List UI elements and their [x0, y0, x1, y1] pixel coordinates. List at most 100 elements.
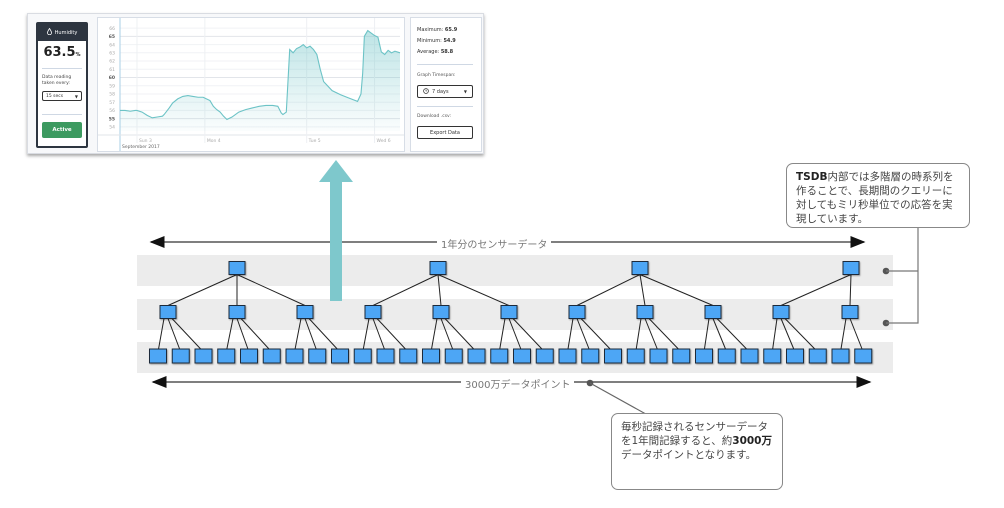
tree-edge [372, 274, 439, 306]
connector-line [886, 226, 919, 324]
tree-edges [157, 274, 864, 353]
callout-bold: 3000万 [732, 435, 772, 447]
tree-node-leaf [649, 348, 668, 364]
tree-node-mid [772, 305, 790, 319]
tree-node-leaf [444, 348, 463, 364]
divider [42, 68, 82, 69]
x-tick-label: Mon 4 [207, 138, 221, 144]
tree-edge [703, 318, 710, 353]
tree-edge [157, 318, 165, 353]
stat-average: Average: 58.8 [417, 49, 453, 55]
tree-node-mid [841, 305, 859, 319]
tree-edge [430, 318, 438, 353]
series-area [120, 30, 400, 131]
tree-node-mid [228, 305, 246, 319]
tree-node-leaf [558, 348, 577, 364]
sensor-card: Humidity 63.5% Data reading taken every:… [36, 22, 88, 148]
tree-edge [567, 318, 574, 353]
stat-label: Minimum: [417, 38, 442, 44]
tree-node-top [228, 261, 246, 275]
stat-minimum: Minimum: 54.9 [417, 38, 456, 44]
tree-node-leaf [399, 348, 418, 364]
tree-edge [167, 318, 182, 353]
y-tick-label: 66 [109, 26, 115, 32]
x-tick-label: Tue 5 [308, 138, 321, 144]
tree-node-mid [364, 305, 382, 319]
tree-node-top [631, 261, 649, 275]
tree-edge [236, 318, 250, 353]
tree-node-leaf [831, 348, 850, 364]
time-range-label: 1年分のセンサーデータ [437, 236, 552, 251]
tree-node-leaf [171, 348, 190, 364]
tree-edge [849, 318, 864, 353]
y-tick-label: 63 [109, 51, 115, 57]
tree-node-mid [636, 305, 654, 319]
tree-edge [225, 318, 234, 353]
tree-edge [308, 318, 341, 353]
tree-node-leaf [240, 348, 258, 364]
sensor-value: 63.5% [38, 45, 86, 60]
sensor-value-number: 63.5 [43, 45, 76, 60]
tree-edge [362, 318, 370, 353]
tree-node-leaf [854, 348, 873, 364]
tree-edge [849, 274, 852, 306]
tree-edge [512, 318, 546, 353]
tree-edge [376, 318, 409, 353]
tree-node-mid [159, 305, 177, 319]
tree-edge [498, 318, 506, 353]
tree-node-leaf [672, 348, 691, 364]
tree-node-leaf [467, 348, 486, 364]
tree-edge [771, 318, 778, 353]
x-tick-label: Wed 6 [377, 138, 391, 144]
tree-edge [236, 274, 306, 306]
tree-node-mid [500, 305, 518, 319]
tree-node-leaf [331, 348, 349, 364]
band-level-top [137, 255, 893, 286]
interval-label: Data reading taken every: [42, 75, 86, 87]
tree-edge [167, 274, 238, 306]
y-tick-label: 61 [109, 67, 115, 73]
tree-node-leaf [695, 348, 713, 364]
tree-node-leaf [490, 348, 509, 364]
y-tick-label: 56 [109, 108, 115, 114]
callout-text: 内部では多階層の時系列を作ることで、長期間のクエリーに対してもミリ秒単位での応答… [796, 171, 954, 225]
y-tick-label: 57 [109, 100, 115, 106]
active-button[interactable]: Active [42, 122, 82, 138]
divider [417, 64, 473, 65]
up-arrow [319, 160, 353, 301]
tree-nodes [149, 261, 873, 364]
tree-edge [780, 274, 852, 306]
tree-edge [580, 318, 614, 353]
stat-value: 54.9 [443, 38, 456, 44]
tree-node-leaf [149, 348, 167, 364]
tree-node-leaf [376, 348, 395, 364]
interval-label-line: taken every: [42, 81, 70, 86]
tree-edge [437, 274, 510, 306]
timespan-select[interactable]: 7 days ▼ [417, 85, 473, 98]
tree-edge [712, 318, 728, 353]
tree-edge [440, 318, 455, 353]
stats-panel: Maximum: 65.9 Minimum: 54.9 Average: 58.… [410, 17, 482, 152]
tree-edge [444, 318, 477, 353]
y-tick-label: 60 [109, 75, 115, 81]
caret-down-icon: ▼ [74, 93, 78, 99]
timespan-value: 7 days [432, 88, 449, 95]
interval-select[interactable]: 15 secs ▼ [42, 91, 82, 101]
tree-node-mid [704, 305, 722, 319]
export-data-button[interactable]: Export Data [417, 126, 473, 139]
clock-icon [423, 87, 429, 96]
water-drop-icon [46, 27, 52, 37]
tree-edge [171, 318, 204, 353]
tree-node-leaf [581, 348, 600, 364]
tree-node-leaf [786, 348, 804, 364]
tree-node-leaf [808, 348, 827, 364]
divider [417, 106, 473, 107]
tree-node-leaf [604, 348, 622, 364]
divider [42, 114, 82, 115]
x-tick-label: Sun 3 [139, 138, 152, 144]
tree-edge [294, 318, 302, 353]
tree-edge [840, 318, 847, 353]
callout-text: データポイントとなります。 [621, 449, 757, 461]
